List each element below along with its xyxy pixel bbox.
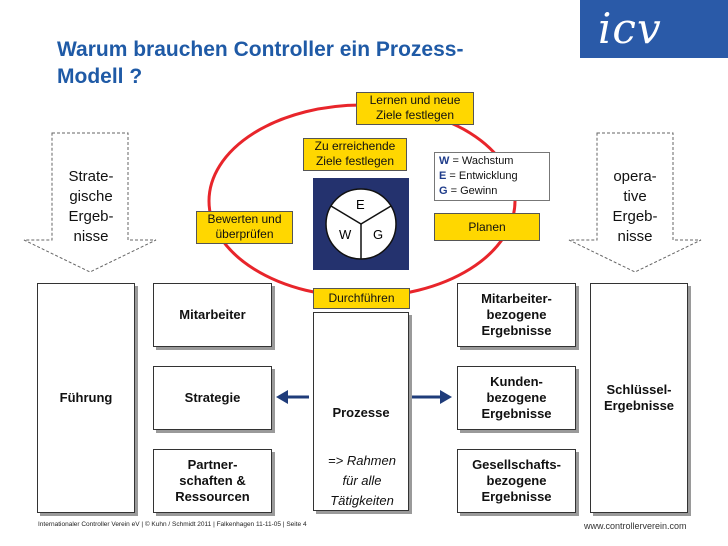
label-bewerten: Bewerten und überprüfen <box>196 211 293 244</box>
label-planen: Planen <box>434 213 540 241</box>
prozesse-label: Prozesse <box>332 405 390 420</box>
box-mitarbeiter: Mitarbeiter <box>153 283 272 347</box>
box-mitarbeiter-ergebnisse: Mitarbeiter- bezogene Ergebnisse <box>457 283 576 347</box>
weg-legend: W = Wachstum E = Entwicklung G = Gewinn <box>434 152 550 201</box>
strategische-ergebnisse-label: Strate- gische Ergeb- nisse <box>68 168 114 245</box>
legend-row-w: W = Wachstum <box>439 155 514 167</box>
label-zu-erreichende: Zu erreichende Ziele festlegen <box>303 138 407 171</box>
label-lernen: Lernen und neue Ziele festlegen <box>356 92 474 125</box>
box-schluessel-ergebnisse: Schlüssel- Ergebnisse <box>590 283 688 513</box>
box-fuehrung: Führung <box>37 283 135 513</box>
left-dashed-arrow <box>23 132 157 273</box>
box-prozesse: Prozesse <box>313 312 409 511</box>
left-blue-arrow <box>276 390 309 404</box>
right-blue-arrow <box>412 390 452 404</box>
operative-ergebnisse-label: opera- tive Ergeb- nisse <box>612 168 658 245</box>
weg-e: E <box>356 197 365 212</box>
box-partnerschaften: Partner- schaften & Ressourcen <box>153 449 272 513</box>
footer-text: Internationaler Controller Verein eV | ©… <box>38 521 307 528</box>
right-dashed-arrow <box>568 132 702 273</box>
page-title: Warum brauchen Controller ein Prozess-Mo… <box>57 38 464 88</box>
box-strategie: Strategie <box>153 366 272 430</box>
legend-row-g: G = Gewinn <box>439 185 498 197</box>
legend-row-e: E = Entwicklung <box>439 170 518 182</box>
weg-emblem: E W G <box>313 178 409 270</box>
logo-text: icv <box>598 4 662 53</box>
weg-w: W <box>339 227 352 242</box>
box-kunden-ergebnisse: Kunden- bezogene Ergebnisse <box>457 366 576 430</box>
label-durchfuehren: Durchführen <box>313 288 410 309</box>
footer-url: www.controllerverein.com <box>584 521 687 531</box>
weg-g: G <box>373 227 384 242</box>
icv-logo: icv <box>580 0 728 58</box>
rahmen-text: => Rahmen für alle Tätigkeiten <box>328 453 396 508</box>
box-gesellschafts-ergebnisse: Gesellschafts- bezogene Ergebnisse <box>457 449 576 513</box>
